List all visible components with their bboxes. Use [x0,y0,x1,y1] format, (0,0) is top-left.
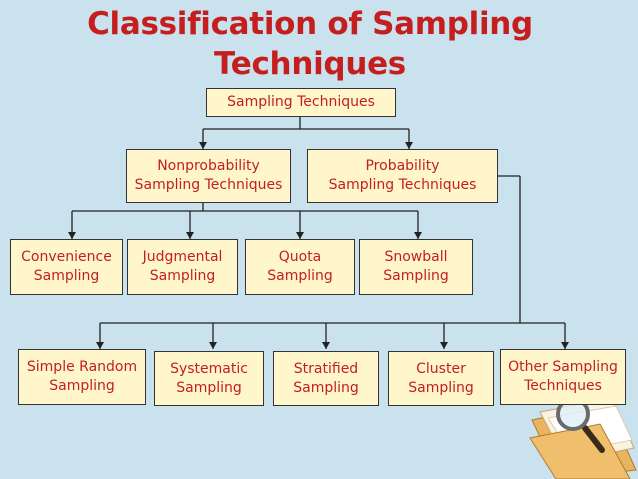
node-other-sampling-techniques: Other Sampling Techniques [500,349,626,405]
node-convenience-sampling: Convenience Sampling [10,239,123,295]
node-label: Sampling [383,268,449,284]
node-judgmental-sampling: Judgmental Sampling [127,239,238,295]
node-label: Stratified [293,360,359,377]
node-systematic-sampling: Systematic Sampling [154,351,264,406]
node-label: Sampling Techniques [328,177,477,193]
node-label: Quota [278,249,322,265]
node-label: Sampling Techniques [227,94,375,110]
node-label: Sampling Techniques [134,177,283,193]
title-line-1: Classification of Sampling [87,6,533,42]
node-label: Sampling [149,268,216,284]
node-label: Sampling [408,379,474,396]
node-label: Techniques [524,378,602,394]
slide-title: Classification of Sampling Techniques [60,4,560,84]
node-label: Snowball [384,249,448,265]
node-stratified-sampling: Stratified Sampling [273,351,379,406]
node-cluster-sampling: Cluster Sampling [388,351,494,406]
node-label: Sampling [49,378,115,394]
node-label: Sampling [176,379,242,396]
node-quota-sampling: Quota Sampling [245,239,355,295]
node-label: Convenience [21,249,112,265]
node-simple-random-sampling: Simple Random Sampling [18,349,146,405]
node-label: Other Sampling [508,359,618,375]
node-label: Simple Random [26,359,138,375]
node-probability-sampling: Probability Sampling Techniques [307,149,498,203]
node-label: Cluster [416,360,466,377]
node-label: Systematic [170,360,248,377]
node-label: Judgmental [142,249,223,265]
node-sampling-techniques: Sampling Techniques [206,88,396,117]
node-nonprobability-sampling: Nonprobability Sampling Techniques [126,149,291,203]
node-label: Sampling [33,268,100,284]
node-label: Probability [365,158,440,174]
node-label: Nonprobability [157,158,260,174]
node-snowball-sampling: Snowball Sampling [359,239,473,295]
title-line-2: Techniques [214,46,406,82]
node-label: Sampling [267,268,333,284]
node-label: Sampling [293,379,359,396]
